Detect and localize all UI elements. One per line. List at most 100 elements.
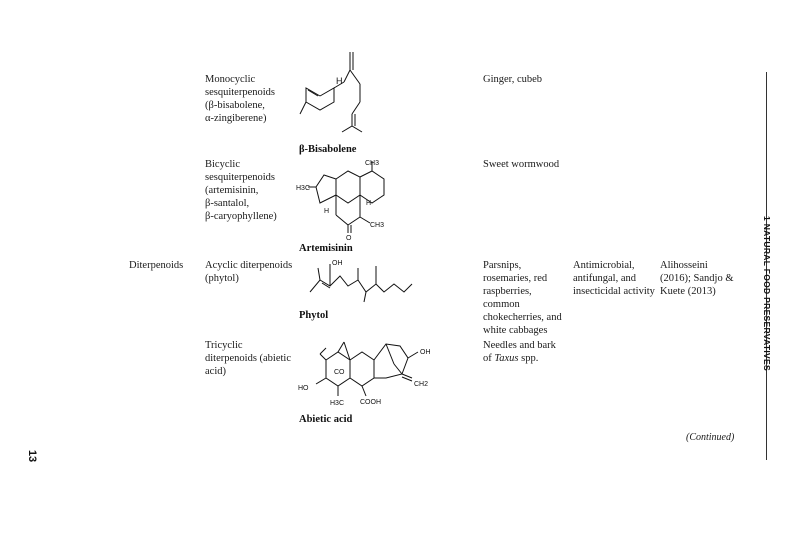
- atom-h3c: H3C: [296, 185, 310, 192]
- source-line: white cabbages: [483, 325, 548, 336]
- methyl-bond: [359, 216, 371, 224]
- source-line: Sweet wormwood: [483, 159, 560, 170]
- genus-name: Taxus: [494, 353, 519, 364]
- subclass-line: sesquiterpenoids: [205, 87, 275, 98]
- epoxy-bond: [337, 341, 345, 353]
- bridge-bond: [385, 343, 395, 365]
- bridge-bond: [393, 363, 403, 375]
- subclass-line: Tricyclic: [205, 340, 243, 351]
- source-wormwood: Sweet wormwood: [483, 158, 559, 171]
- reference-line: (2016); Sandjo &: [660, 273, 734, 284]
- phytol-structure: OH: [300, 256, 420, 306]
- methylene: [401, 376, 413, 382]
- methyl-bond: [363, 291, 367, 303]
- subclass-acyclic: Acyclic diterpenoids (phytol): [205, 259, 292, 285]
- source-text: of: [483, 353, 495, 364]
- compound-name-bisabolene: β-Bisabolene: [299, 144, 357, 155]
- chain-bond: [349, 69, 361, 85]
- chain-bond: [333, 81, 345, 89]
- ring-bond: [319, 353, 327, 361]
- compound-name-abietic-acid: Abietic acid: [299, 414, 353, 425]
- lactone-bond: [347, 216, 361, 226]
- page-number: 13: [26, 449, 39, 463]
- subclass-line: acid): [205, 366, 226, 377]
- source-line: common: [483, 299, 520, 310]
- chain-bond: [343, 69, 351, 83]
- running-header: 1 NATURAL FOOD PRESERVATIVES: [762, 216, 772, 371]
- atom-ch2: CH2: [414, 381, 428, 388]
- source-line: raspberries,: [483, 286, 532, 297]
- atom-h: H: [336, 76, 343, 86]
- artemisinin-structure: CH3 H3C H H O CH3: [296, 157, 396, 241]
- methyl-bond: [299, 101, 307, 115]
- subclass-line: (β-bisabolene,: [205, 100, 265, 111]
- subclass-line: Bicyclic: [205, 159, 240, 170]
- compound-name-phytol: Phytol: [299, 310, 329, 321]
- atom-ch3: CH3: [370, 222, 384, 229]
- source-line: Needles and bark: [483, 340, 556, 351]
- hydroxyl-bond: [315, 377, 327, 385]
- class-diterpenoids: Diterpenoids: [129, 260, 184, 271]
- methyl-bond: [351, 125, 363, 133]
- ring-bond: [349, 351, 375, 387]
- atom-h3c: H3C: [330, 400, 344, 407]
- reference-line: Kuete (2013): [660, 286, 716, 297]
- ring-bond: [373, 343, 409, 379]
- source-line: chokecherries, and: [483, 312, 562, 323]
- atom-ho: HO: [298, 385, 309, 392]
- atom-h: H: [324, 208, 329, 215]
- source-text: spp.: [518, 353, 539, 364]
- peroxide-ring: [315, 174, 337, 204]
- carboxyl-bond: [361, 385, 367, 397]
- subclass-bicyclic: Bicyclic sesquiterpenoids (artemisinin, …: [205, 158, 277, 223]
- subclass-monocyclic: Monocyclic sesquiterpenoids (β-bisabolen…: [205, 73, 275, 125]
- abietic-acid-structure: OH CO HO H3C COOH CH2: [296, 334, 436, 410]
- activity-phytol: Antimicrobial, antifungal, and insectici…: [573, 259, 655, 298]
- methyl-bond: [317, 267, 321, 281]
- source-line: Ginger, cubeb: [483, 74, 543, 85]
- source-ginger: Ginger, cubeb: [483, 73, 542, 86]
- subclass-line: (phytol): [205, 273, 239, 284]
- margin-rule: [766, 72, 767, 460]
- atom-co: CO: [334, 369, 345, 376]
- subclass-line: (artemisinin,: [205, 185, 259, 196]
- continued-note: (Continued): [686, 432, 734, 443]
- source-line: of Taxus spp.: [483, 352, 556, 365]
- activity-line: antifungal, and: [573, 273, 636, 284]
- methyl-bond: [341, 125, 353, 133]
- double-bond: [321, 282, 331, 289]
- activity-line: insecticidal activity: [573, 286, 655, 297]
- double-bond: [319, 347, 327, 355]
- double-bond: [307, 89, 319, 97]
- bisabolene-structure: H: [298, 44, 408, 140]
- subclass-tricyclic: Tricyclic diterpenoids (abietic acid): [205, 339, 291, 378]
- lactone-bond: [335, 214, 349, 226]
- ring-bond: [335, 170, 361, 204]
- hydroxyl-bond: [407, 351, 419, 359]
- atom-oh: OH: [332, 260, 343, 267]
- reference-phytol: Alihosseini (2016); Sandjo & Kuete (2013…: [660, 259, 734, 298]
- compound-name-artemisinin: Artemisinin: [299, 243, 353, 254]
- methylene: [401, 373, 413, 379]
- chain-bond: [351, 101, 361, 115]
- activity-line: Antimicrobial,: [573, 260, 635, 271]
- subclass-line: Monocyclic: [205, 74, 256, 85]
- subclass-line: sesquiterpenoids: [205, 172, 275, 183]
- subclass-line: β-santalol,: [205, 198, 250, 209]
- chain-bond: [309, 275, 413, 293]
- atom-o: O: [346, 235, 352, 241]
- atom-cooh: COOH: [360, 399, 381, 406]
- sources-abietic: Needles and bark of Taxus spp.: [483, 339, 556, 365]
- atom-h: H: [366, 200, 371, 207]
- ring-bond: [359, 170, 385, 204]
- source-line: rosemaries, red: [483, 273, 548, 284]
- subclass-line: β-caryophyllene): [205, 211, 277, 222]
- continued-text: (Continued): [686, 432, 735, 443]
- reference-line: Alihosseini: [660, 260, 708, 271]
- sources-phytol: Parsnips, rosemaries, red raspberries, c…: [483, 259, 562, 337]
- atom-ch3: CH3: [365, 160, 379, 167]
- atom-oh: OH: [420, 349, 431, 356]
- source-line: Parsnips,: [483, 260, 522, 271]
- subclass-line: α-zingiberene): [205, 113, 267, 124]
- epoxy-bond: [343, 341, 351, 361]
